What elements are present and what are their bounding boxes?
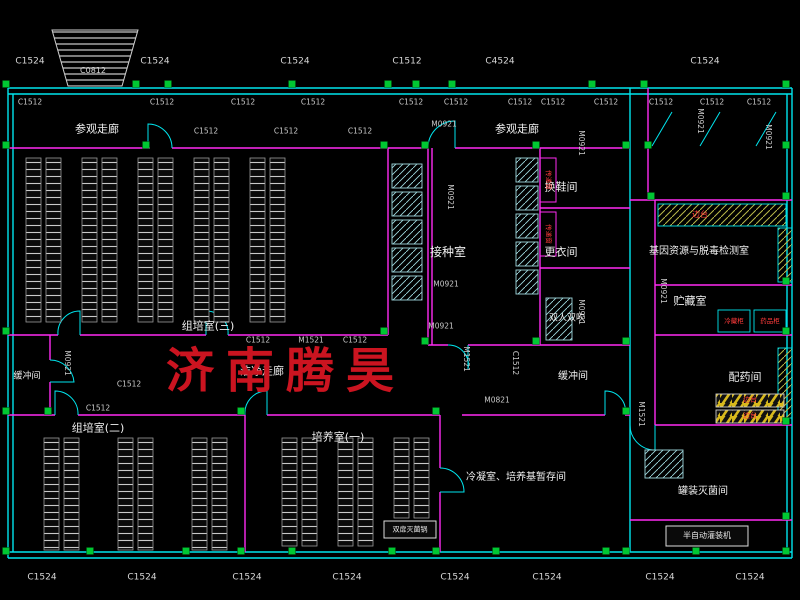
culture-racks-room3 (25, 157, 286, 323)
culture-racks-bottom (43, 437, 430, 551)
outer-walls (7, 87, 793, 559)
pass-window-boxes (539, 157, 557, 257)
entrance-stairs-icon (51, 29, 139, 87)
partition-walls (8, 88, 792, 552)
hazard-benches (715, 393, 785, 424)
door-swings (49, 111, 777, 493)
watermark: 济南腾昊 (165, 343, 407, 399)
clean-bench-stacks (391, 157, 684, 479)
equipment-boxes (383, 520, 749, 547)
column-markers (2, 80, 790, 555)
side-benches (657, 203, 793, 419)
